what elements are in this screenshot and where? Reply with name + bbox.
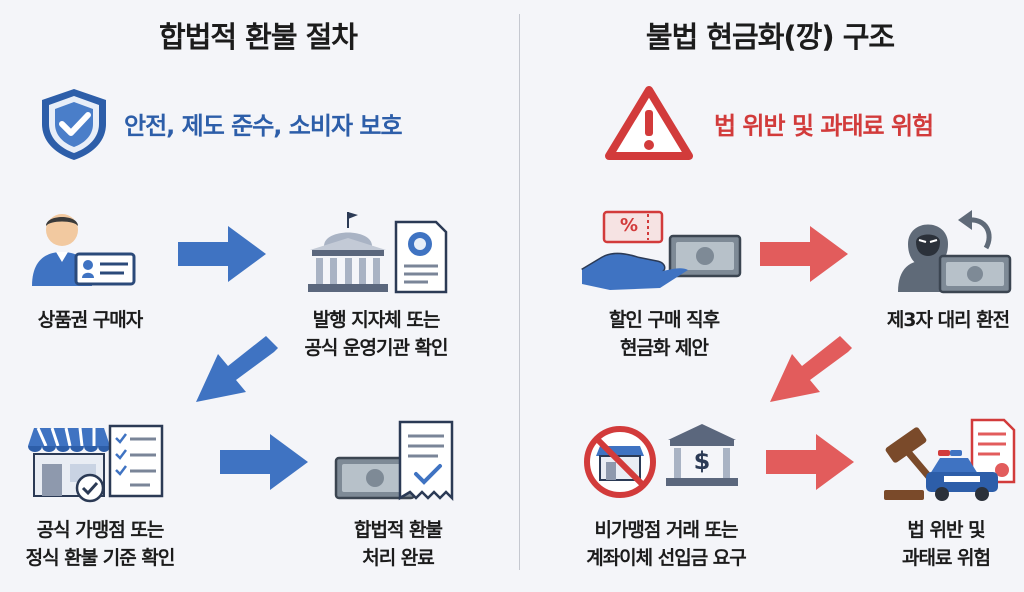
left-title: 합법적 환불 절차 [159,20,358,54]
gavel-police-car-penalty-icon [884,418,1016,501]
store-checklist-icon [28,424,164,503]
right-step-1-label: 할인 구매 직후 현금화 제안 [608,309,720,359]
government-building-certificate-icon [308,212,448,294]
cash-receipt-icon [334,420,454,502]
bank-dollar-symbol: $ [693,447,711,475]
discount-cash-offer-icon: % [580,208,744,298]
warning-icon [605,86,693,160]
arrow-right-icon [178,226,266,282]
left-step-1-label: 상품권 구매자 [37,309,144,331]
arrow-down-left-icon [196,336,278,402]
left-step-2-label: 발행 지자체 또는 공식 운영기관 확인 [304,309,448,359]
arrow-right-icon-2 [220,434,308,490]
left-step-4-label: 합법적 환불 처리 완료 [353,519,443,569]
discount-percent-text: % [619,215,639,236]
right-step-3-label: 비가맹점 거래 또는 계좌이체 선입금 요구 [586,519,747,569]
right-subtitle: 법 위반 및 과태료 위험 [714,112,934,140]
third-party-exchange-icon [898,210,1012,294]
red-arrow-right-icon-2 [766,434,854,490]
shield-check-icon [42,89,106,160]
red-arrow-right-icon [760,226,848,282]
unauthorized-store-bank-icon: $ [584,420,744,510]
left-step-3-label: 공식 가맹점 또는 정식 환불 기준 확인 [25,519,176,569]
left-subtitle: 안전, 제도 준수, 소비자 보호 [124,112,403,140]
panel-divider [519,14,520,570]
right-step-2-label: 제3자 대리 환전 [886,309,1010,331]
right-step-4-label: 법 위반 및 과태료 위험 [901,519,991,569]
right-title: 불법 현금화(깡) 구조 [645,20,895,54]
buyer-with-voucher-icon [32,214,136,286]
red-arrow-down-left-icon [770,336,852,402]
